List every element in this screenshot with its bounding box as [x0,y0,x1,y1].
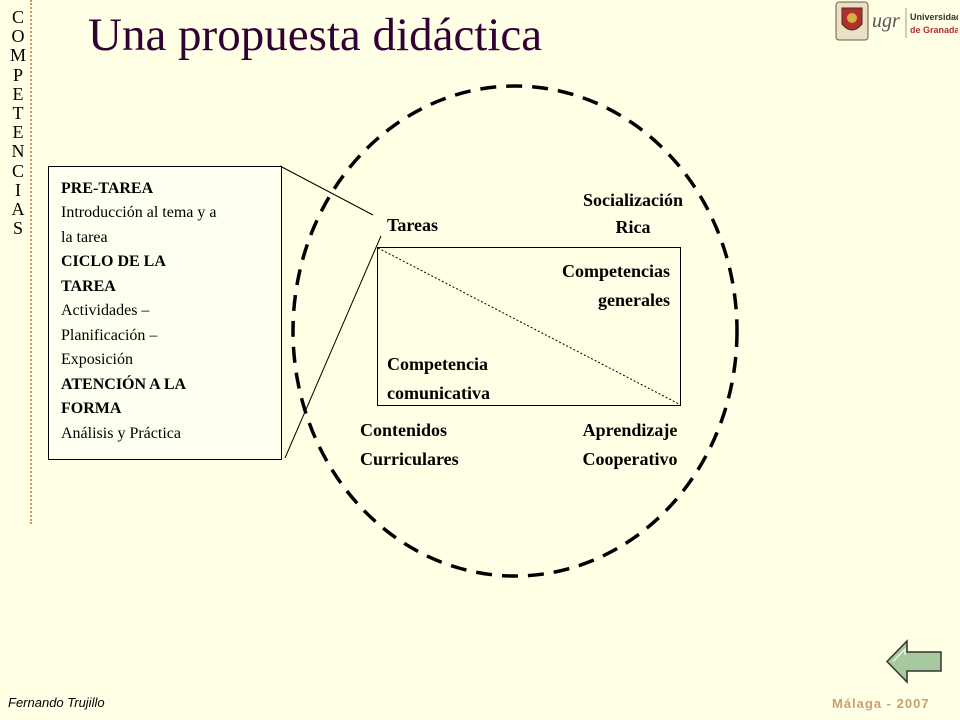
vertical-letter: P [12,64,23,85]
label-aprendizaje-cooperativo: Aprendizaje Cooperativo [560,416,700,474]
box-line: FORMA [61,400,122,417]
label-competencias-generales: Competencias generales [500,257,670,315]
box-line: CICLO DE LA [61,253,166,270]
logo-line1: Universidad [910,12,958,22]
footer-place-year: Málaga - 2007 [832,696,930,711]
vertical-letter: O [11,26,25,47]
box-line: Exposición [61,351,133,368]
box-line: Actividades – [61,302,150,319]
box-line: Planificación – [61,327,158,344]
label-tareas: Tareas [387,215,439,235]
label-comp-generales-line1: Competencias [562,261,670,281]
task-stages-box: PRE-TAREA Introducción al tema y a la ta… [48,166,282,460]
back-arrow-icon [885,639,942,684]
box-line: TAREA [61,278,116,295]
box-line: Análisis y Práctica [61,425,181,442]
vertical-letter: C [11,160,24,181]
logo-line2: de Granada [910,25,958,35]
label-aprendizaje-line1: Aprendizaje [582,420,678,440]
competencies-rectangle [377,247,681,406]
logo-brand: ugr [872,10,900,32]
connector-line-bottom [284,235,382,459]
box-line: ATENCIÓN A LA [61,376,187,393]
vertical-word-competencias: C O M P E T E N C I A S [5,7,31,239]
vertical-letter: S [12,218,23,239]
box-line: Introducción al tema y a [61,204,217,221]
label-comp-comunicativa-line1: Competencia [387,354,488,374]
label-competencia-comunicativa: Competencia comunicativa [387,350,490,408]
vertical-letter: N [11,141,25,162]
dashed-circle [291,84,739,578]
label-socializacion-line2: Rica [615,217,651,237]
slide-title: Una propuesta didáctica [88,9,543,61]
label-contenidos-curriculares: Contenidos Curriculares [360,416,459,474]
label-comp-generales-line2: generales [598,290,670,310]
label-socializacion: Socialización Rica [566,190,700,238]
vertical-letter: I [15,179,21,200]
label-comp-comunicativa-line2: comunicativa [387,383,490,403]
back-arrow-button[interactable] [885,638,943,685]
vertical-letter: E [12,83,24,104]
box-line: PRE-TAREA [61,180,154,197]
vertical-letter: A [11,199,25,220]
label-contenidos-line1: Contenidos [360,420,448,440]
vertical-letter: T [12,103,24,124]
footer-author: Fernando Trujillo [8,695,105,710]
box-line: la tarea [61,229,108,246]
label-contenidos-line2: Curriculares [360,449,459,469]
vertical-letter: C [11,7,24,27]
dotted-diagonal [377,247,680,405]
label-aprendizaje-line2: Cooperativo [582,449,678,469]
dotted-divider [30,0,32,524]
connector-line-top [279,165,374,216]
university-logo: ugr Universidad de Granada [835,1,958,41]
vertical-letter: E [12,122,24,143]
label-socializacion-line1: Socialización [583,190,683,210]
vertical-letter: M [9,45,26,66]
